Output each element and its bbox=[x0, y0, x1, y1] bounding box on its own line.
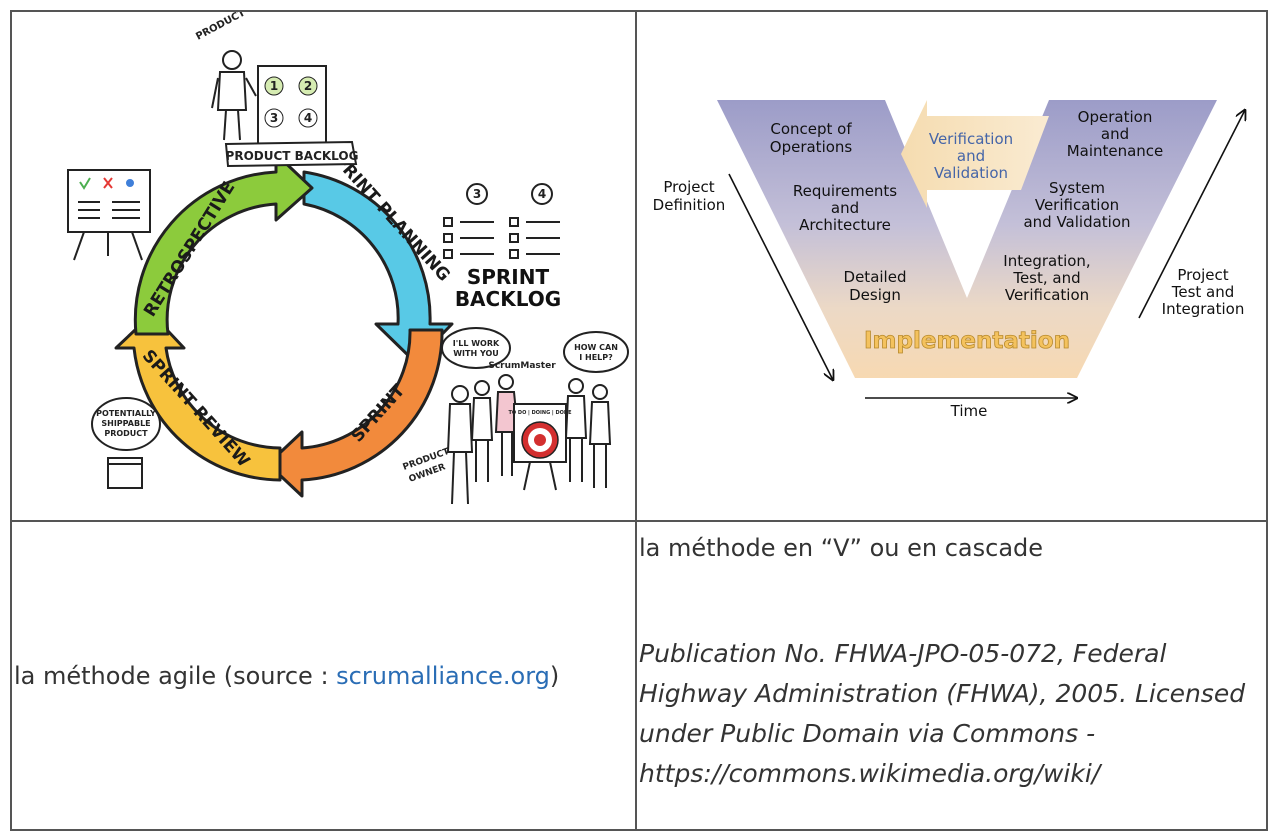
sprint-review-arrow bbox=[114, 312, 282, 482]
v-right-1-line3: Maintenance bbox=[1067, 142, 1164, 160]
v-credit-line-1: Publication No. FHWA-JPO-05-072, Federal bbox=[639, 639, 1167, 668]
implementation-label: Implementation bbox=[864, 328, 1070, 354]
v-right-1-line2: and bbox=[1101, 125, 1129, 143]
project-test-line2: Test and bbox=[1171, 283, 1235, 301]
shippable-label-3: PRODUCT bbox=[104, 429, 148, 438]
scrum-master-label: ScrumMaster bbox=[488, 361, 556, 371]
v-credit-line-3: under Public Domain via Commons - bbox=[639, 719, 1096, 748]
svg-text:1: 1 bbox=[270, 79, 278, 93]
project-definition-arrow bbox=[728, 173, 833, 380]
product-backlog-banner bbox=[224, 140, 358, 168]
sprint-arrow bbox=[266, 328, 444, 498]
cycle-ring bbox=[114, 152, 454, 498]
product-backlog-label: PRODUCT BACKLOG bbox=[226, 149, 359, 163]
speech-help-line1: HOW CAN bbox=[574, 343, 618, 352]
speech-bubble-work-with-you bbox=[441, 327, 511, 369]
scrumalliance-link[interactable]: scrumalliance.org bbox=[336, 661, 550, 690]
agile-caption-cell: la méthode agile (source : scrumalliance… bbox=[10, 520, 637, 831]
verification-line3: Validation bbox=[934, 164, 1008, 182]
speech-help-line2: I HELP? bbox=[579, 353, 613, 362]
verification-arrow bbox=[901, 100, 1049, 208]
scrum-team-figures bbox=[446, 374, 612, 505]
retrospective-easel bbox=[67, 169, 151, 261]
svg-text:2: 2 bbox=[304, 79, 312, 93]
agile-caption-prefix: la méthode agile (source : bbox=[14, 661, 337, 690]
svg-text:3: 3 bbox=[270, 111, 278, 125]
product-owner-top-label: PRODUCT OWNER bbox=[194, 12, 288, 43]
v-shape bbox=[717, 100, 1217, 378]
sprint-planning-arrow bbox=[302, 170, 454, 364]
retrospective-arrow bbox=[133, 152, 314, 336]
agile-caption-suffix: ) bbox=[549, 661, 560, 690]
shippable-label-2: SHIPPABLE bbox=[101, 419, 150, 428]
vmodel-image-cell: Concept of Operations Requirements and A… bbox=[635, 10, 1268, 522]
speech-work-line1: I'LL WORK bbox=[453, 339, 500, 348]
verification-line1: Verification bbox=[929, 130, 1013, 148]
v-credit-line-2: Highway Administration (FHWA), 2005. Lic… bbox=[639, 679, 1246, 708]
agile-cycle-diagram: SPRINT PLANNING SPRINT SPRINT REVIEW RET… bbox=[67, 0, 629, 505]
sprint-backlog-bulbs: 3 4 bbox=[466, 183, 553, 205]
sprint-backlog-label-1: SPRINT bbox=[467, 265, 550, 289]
verification-line2: and bbox=[957, 147, 985, 165]
project-definition-line1: Project bbox=[663, 178, 714, 196]
agile-image-cell: SPRINT PLANNING SPRINT SPRINT REVIEW RET… bbox=[10, 0, 637, 522]
v-model-diagram: Concept of Operations Requirements and A… bbox=[653, 100, 1264, 420]
comparison-table: SPRINT PLANNING SPRINT SPRINT REVIEW RET… bbox=[10, 0, 1268, 831]
sprint-backlog-list bbox=[443, 217, 560, 259]
project-test-arrow bbox=[1138, 110, 1245, 319]
shippable-box-icon bbox=[107, 457, 143, 489]
project-test-line3: Integration bbox=[1162, 300, 1245, 318]
v-left-3-line1: Detailed bbox=[844, 268, 907, 286]
v-right-3-line1: Integration, bbox=[1003, 252, 1090, 270]
svg-text:4: 4 bbox=[538, 187, 546, 201]
v-left-2-line1: Requirements bbox=[793, 182, 897, 200]
speech-bubble-how-can-i-help bbox=[563, 331, 629, 373]
svg-text:3: 3 bbox=[473, 187, 481, 201]
v-right-2-line1: System bbox=[1049, 179, 1105, 197]
project-definition-line2: Definition bbox=[653, 196, 726, 214]
product-backlog-board bbox=[257, 65, 327, 145]
v-right-3-line2: Test, and bbox=[1012, 269, 1080, 287]
time-label: Time bbox=[950, 402, 988, 420]
speech-work-line2: WITH YOU bbox=[453, 349, 499, 358]
svg-text:4: 4 bbox=[304, 111, 312, 125]
v-right-1-line1: Operation bbox=[1078, 108, 1153, 126]
product-owner-figure bbox=[211, 50, 257, 141]
v-left-3-line2: Design bbox=[849, 286, 901, 304]
v-left-2-line2: and bbox=[831, 199, 859, 217]
target-icon bbox=[521, 421, 559, 491]
v-left-2-line3: Architecture bbox=[799, 216, 891, 234]
shippable-label-1: POTENTIALLY bbox=[96, 409, 156, 418]
v-right-3-line3: Verification bbox=[1005, 286, 1089, 304]
product-backlog-bulbs: 1 2 3 4 bbox=[264, 76, 318, 128]
task-board-label: TO DO | DOING | DONE bbox=[509, 410, 573, 416]
project-test-line1: Project bbox=[1177, 266, 1228, 284]
v-credit-line-4: https://commons.wikimedia.org/wiki/ bbox=[639, 759, 1101, 788]
v-right-2-line2: Verification bbox=[1035, 196, 1119, 214]
v-left-1-line1: Concept of bbox=[770, 120, 852, 138]
shippable-product-bubble bbox=[91, 397, 161, 451]
v-right-2-line3: and Validation bbox=[1023, 213, 1130, 231]
v-left-1-line2: Operations bbox=[770, 138, 853, 156]
vmodel-caption-cell: la méthode en “V” ou en cascade Publicat… bbox=[635, 520, 1268, 831]
sprint-backlog-label-2: BACKLOG bbox=[455, 287, 561, 311]
v-caption-title: la méthode en “V” ou en cascade bbox=[639, 534, 1044, 562]
